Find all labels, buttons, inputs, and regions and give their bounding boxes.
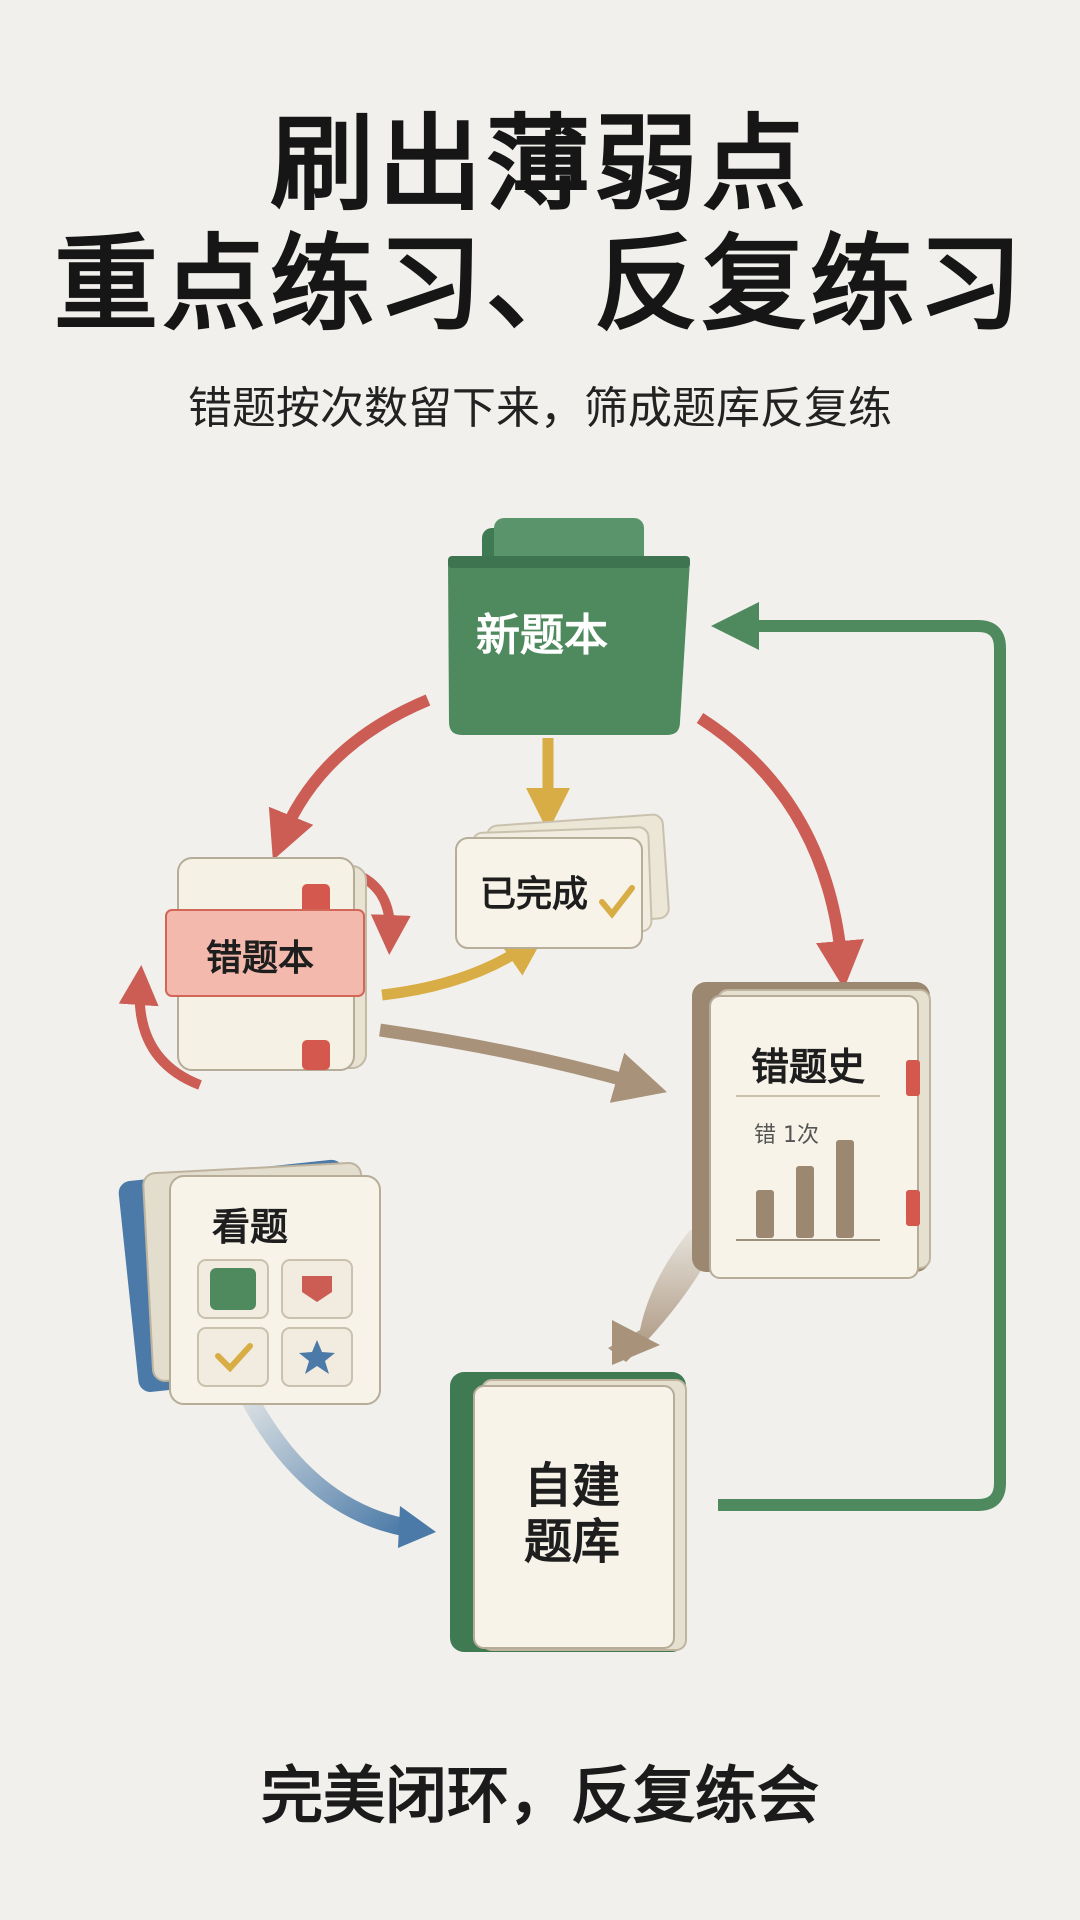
loop-arrow-bank-to-new <box>711 602 1006 1511</box>
green-square-icon <box>210 1268 256 1310</box>
bar <box>756 1190 774 1238</box>
node-wrong-book-label: 错题本 <box>206 938 314 979</box>
arrow-view-to-bank <box>242 1395 410 1537</box>
red-tab <box>906 1190 920 1226</box>
check-icon <box>599 885 635 919</box>
red-tag-icon <box>302 1276 332 1302</box>
node-view-questions-label: 看题 <box>212 1205 288 1249</box>
node-new-book-label: 新题本 <box>476 610 608 661</box>
node-view-questions: 看题 <box>118 1159 381 1405</box>
arrow-new-to-wrongbook <box>268 694 431 861</box>
arrow-wrongbook-to-done <box>381 932 547 1001</box>
node-wrong-history-sublabel: 错 1次 <box>754 1123 819 1148</box>
node-wrong-book: 错题本 <box>165 857 367 1071</box>
footer-tagline: 完美闭环，反复练会 <box>260 1759 819 1832</box>
red-tab <box>302 1040 330 1070</box>
node-wrong-history: 错题史 错 1次 <box>692 982 931 1279</box>
node-custom-bank: 自建 题库 <box>450 1372 687 1652</box>
arrow-history-to-bank-head <box>612 1320 660 1365</box>
arrow-new-to-history <box>696 712 864 989</box>
arrow-view-to-bank-head <box>398 1506 436 1548</box>
node-done-label: 已完成 <box>480 874 588 915</box>
subtitle: 错题按次数留下来，筛成题库反复练 <box>188 383 892 434</box>
node-done: 已完成 <box>455 813 670 949</box>
title-line-1: 刷出薄弱点 <box>269 103 810 225</box>
node-custom-bank-label-1: 自建 <box>524 1458 620 1514</box>
cycle-arrow-bottom <box>118 965 202 1090</box>
node-new-book: 新题本 <box>448 518 690 735</box>
bar <box>836 1140 854 1238</box>
node-custom-bank-label-2: 题库 <box>524 1514 620 1570</box>
check-icon <box>215 1343 253 1373</box>
red-tab <box>906 1060 920 1096</box>
arrow-wrongbook-to-history <box>379 1023 667 1103</box>
node-wrong-history-label: 错题史 <box>751 1045 865 1089</box>
bar <box>796 1166 814 1238</box>
star-icon <box>299 1340 335 1374</box>
title-line-2: 重点练习、反复练习 <box>53 223 1026 345</box>
